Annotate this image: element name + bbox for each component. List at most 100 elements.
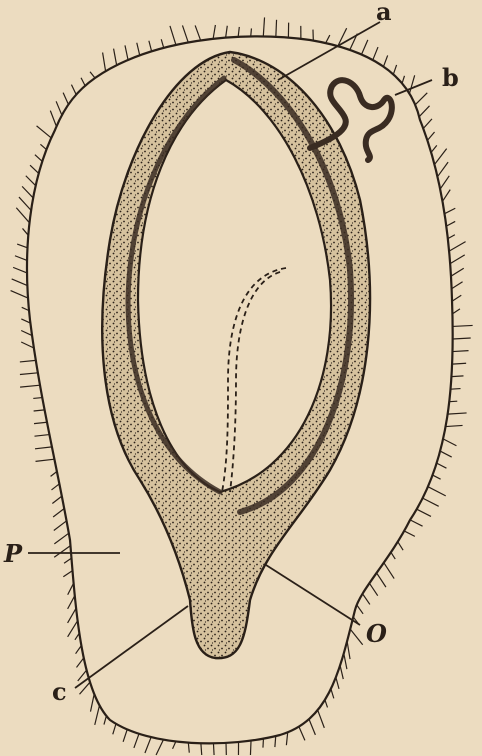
bristle xyxy=(449,242,465,252)
bristle xyxy=(453,338,471,339)
bristle xyxy=(440,176,449,189)
bristle xyxy=(36,459,55,461)
bristle xyxy=(443,439,456,446)
bristle xyxy=(363,594,370,605)
bristle xyxy=(54,546,70,558)
bristle xyxy=(350,629,362,645)
bristle xyxy=(451,268,464,276)
bristle xyxy=(145,737,151,753)
bristle xyxy=(12,279,28,286)
bristle xyxy=(448,235,455,239)
bristle xyxy=(40,144,46,149)
bristle xyxy=(446,221,455,226)
bristle xyxy=(410,520,422,526)
bristle xyxy=(21,342,34,348)
bristle xyxy=(68,621,78,637)
bristle xyxy=(137,43,140,56)
bristle xyxy=(63,93,68,105)
label-p: P xyxy=(3,539,23,568)
bristle xyxy=(51,484,59,490)
bristle xyxy=(433,475,441,479)
bristle xyxy=(226,26,228,38)
label-c: c xyxy=(52,677,67,706)
bristle xyxy=(37,126,52,138)
leader-a xyxy=(278,22,380,80)
bristle xyxy=(404,531,415,536)
bristle xyxy=(431,145,437,152)
bristle xyxy=(34,410,45,411)
bristle xyxy=(398,542,403,550)
bristle xyxy=(438,162,449,177)
bristle xyxy=(336,677,339,689)
bristle xyxy=(34,422,47,423)
bristle xyxy=(123,729,127,741)
bristle xyxy=(13,267,27,273)
bristle xyxy=(16,208,29,223)
bristle xyxy=(53,508,64,517)
label-b: b xyxy=(442,63,459,92)
bristle xyxy=(344,653,347,669)
bristle xyxy=(451,389,461,390)
bristle xyxy=(340,665,343,679)
bristle xyxy=(20,373,38,375)
bristle xyxy=(276,20,277,37)
bristle xyxy=(452,376,464,377)
bristle xyxy=(33,398,42,399)
bristle xyxy=(450,255,465,264)
bristle xyxy=(452,363,466,364)
label-o: O xyxy=(366,619,387,648)
bristle xyxy=(419,106,429,117)
bristle xyxy=(213,743,214,755)
bristle xyxy=(393,65,396,74)
bristle xyxy=(275,736,276,747)
bristle xyxy=(286,732,287,745)
bristle xyxy=(54,533,68,544)
bristle xyxy=(453,325,473,326)
bristle xyxy=(326,35,330,43)
bristle xyxy=(170,26,176,45)
bristle xyxy=(452,309,460,314)
bristle xyxy=(75,633,79,640)
bristle xyxy=(361,40,367,55)
bristle xyxy=(17,244,27,248)
bristle xyxy=(22,228,28,235)
bristle xyxy=(22,186,33,198)
bristle xyxy=(383,55,387,66)
bristle xyxy=(452,295,461,301)
bristle xyxy=(347,641,350,659)
bristle xyxy=(125,45,128,60)
bristle xyxy=(11,291,28,299)
bristle xyxy=(76,658,83,668)
bristle xyxy=(448,413,467,414)
bristle xyxy=(20,360,36,362)
bristle xyxy=(90,694,94,712)
bristle xyxy=(182,25,188,42)
bristle xyxy=(173,742,176,749)
bristle xyxy=(213,25,215,39)
bristle xyxy=(428,487,446,496)
bristle xyxy=(71,85,76,95)
bristle xyxy=(440,451,452,457)
bristle xyxy=(35,155,42,162)
leader-c xyxy=(75,606,188,688)
bristle xyxy=(52,496,61,503)
bristle xyxy=(318,710,325,728)
bristle xyxy=(331,689,334,699)
bristle xyxy=(19,197,31,210)
bristle xyxy=(56,101,62,115)
label-a: a xyxy=(376,0,392,26)
bristle xyxy=(369,583,377,595)
bristle xyxy=(188,743,189,753)
bristle xyxy=(427,132,434,140)
bristle xyxy=(81,78,85,86)
bristle xyxy=(201,743,202,755)
bristle xyxy=(437,463,447,468)
bristle xyxy=(409,75,414,93)
bristle xyxy=(78,670,87,681)
bristle xyxy=(26,176,36,186)
bristle xyxy=(435,149,447,165)
bristle xyxy=(238,27,239,37)
bristle xyxy=(68,583,74,595)
bristle xyxy=(76,646,82,654)
